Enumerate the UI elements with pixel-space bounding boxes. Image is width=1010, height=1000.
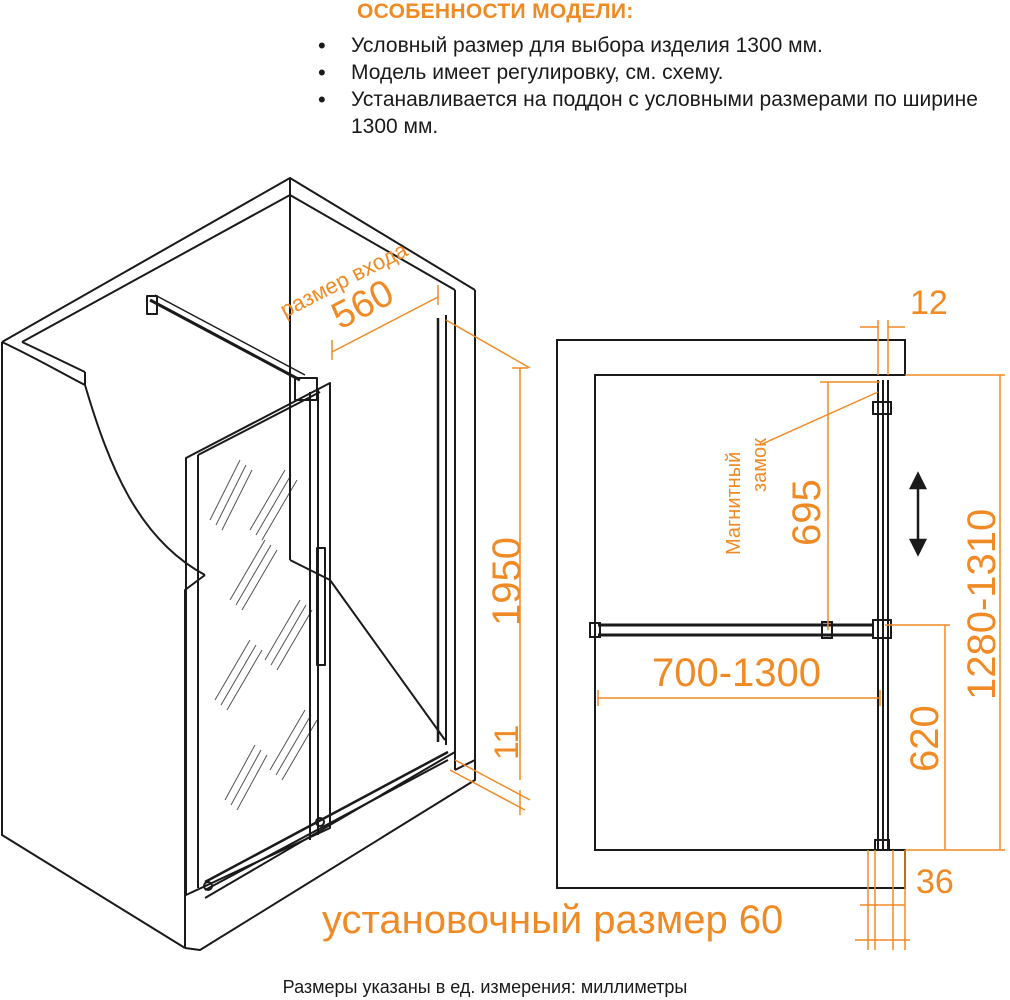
footnote: Размеры указаны в ед. измерения: миллиме… [282,977,688,997]
bottom-gap-dimension: 11 [488,725,526,760]
height-dimension: 1950 [485,537,529,626]
install-size-label: установочный размер 60 [322,898,783,942]
feature-item: Условный размер для выбора изделия 1300 … [318,32,1008,59]
features-title: ОСОБЕННОСТИ МОДЕЛИ: [357,0,634,23]
total-height-range-dimension: 1280-1310 [960,509,1004,700]
wall-gap-dimension: 12 [910,284,948,322]
feature-item: Устанавливается на поддон с условными ра… [318,86,1008,140]
magnet-lock-label: замок [749,438,771,492]
glass-pattern [209,459,318,811]
bottom-offset-dimension: 36 [916,863,954,901]
right-dimensions [597,320,1005,950]
width-range-dimension: 700-1300 [652,651,821,695]
plan-view [556,339,906,889]
adjustment-arrow-icon [908,471,928,557]
shower-3d-view [1,177,476,951]
magnet-lock-label: Магнитный [723,452,745,555]
left-dimensions [331,285,531,815]
upper-height-dimension: 695 [785,479,829,546]
lower-height-dimension: 620 [903,705,947,772]
feature-item: Модель имеет регулировку, см. схему. [318,59,1008,86]
features-list: Условный размер для выбора изделия 1300 … [318,32,1008,140]
